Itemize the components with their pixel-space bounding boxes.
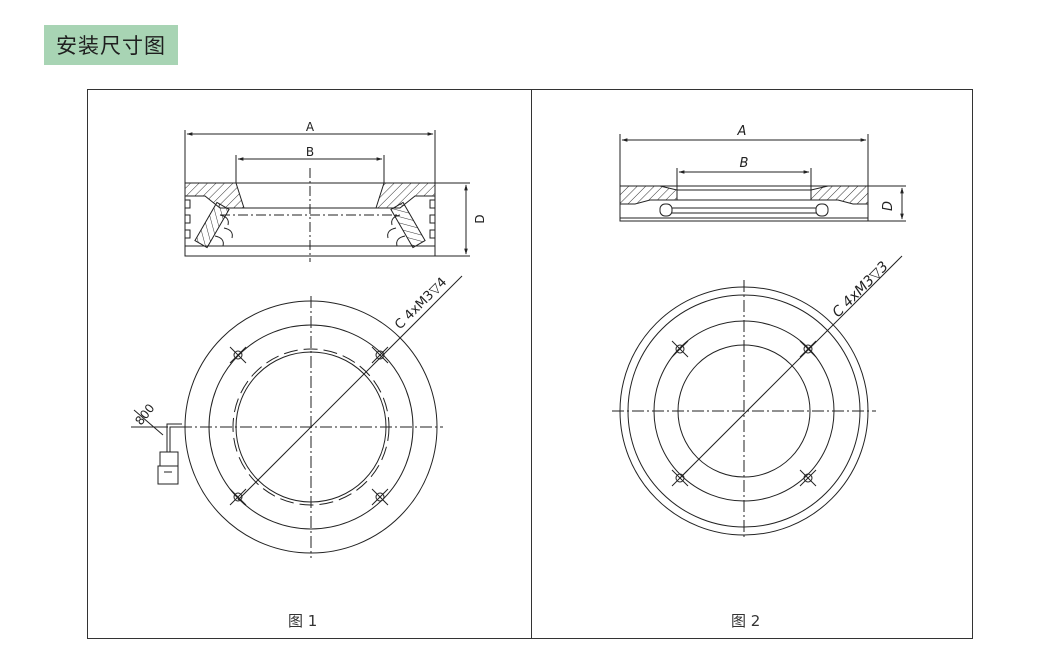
- drawing-frame: 图 1 图 2: [87, 89, 973, 639]
- fig2-label-d: D: [881, 201, 896, 211]
- fig1-label-a: A: [306, 120, 315, 134]
- fig1-hole-note: C 4xM3▽4: [392, 275, 450, 333]
- fig1-hole: [371, 346, 389, 364]
- fig2-hole: [799, 340, 817, 358]
- fig1-hole: [229, 488, 247, 506]
- fig2-label-a: A: [737, 124, 747, 139]
- figure-2-front-view: [612, 255, 903, 540]
- fig1-label-b: B: [306, 145, 314, 159]
- figure-2-caption: 图 2: [731, 612, 761, 630]
- fig1-label-d: D: [473, 214, 487, 223]
- fig2-label-b: B: [740, 156, 749, 171]
- page-title-text: 安装尺寸图: [56, 34, 166, 58]
- figure-1-caption: 图 1: [288, 612, 318, 630]
- figure-1-front-view: [131, 275, 463, 558]
- figure-1-side-view: [184, 130, 470, 262]
- fig2-hole: [671, 340, 689, 358]
- fig1-hole: [371, 488, 389, 506]
- fig2-hole: [799, 469, 817, 487]
- fig1-cable-length: 800: [132, 401, 157, 428]
- fig2-hole-note: C 4xM3▽3: [830, 259, 892, 321]
- fig1-hole: [229, 346, 247, 364]
- frame-divider: [531, 90, 532, 638]
- figure-2-side-view: [619, 134, 906, 222]
- fig2-hole: [671, 469, 689, 487]
- page-title: 安装尺寸图: [44, 25, 178, 65]
